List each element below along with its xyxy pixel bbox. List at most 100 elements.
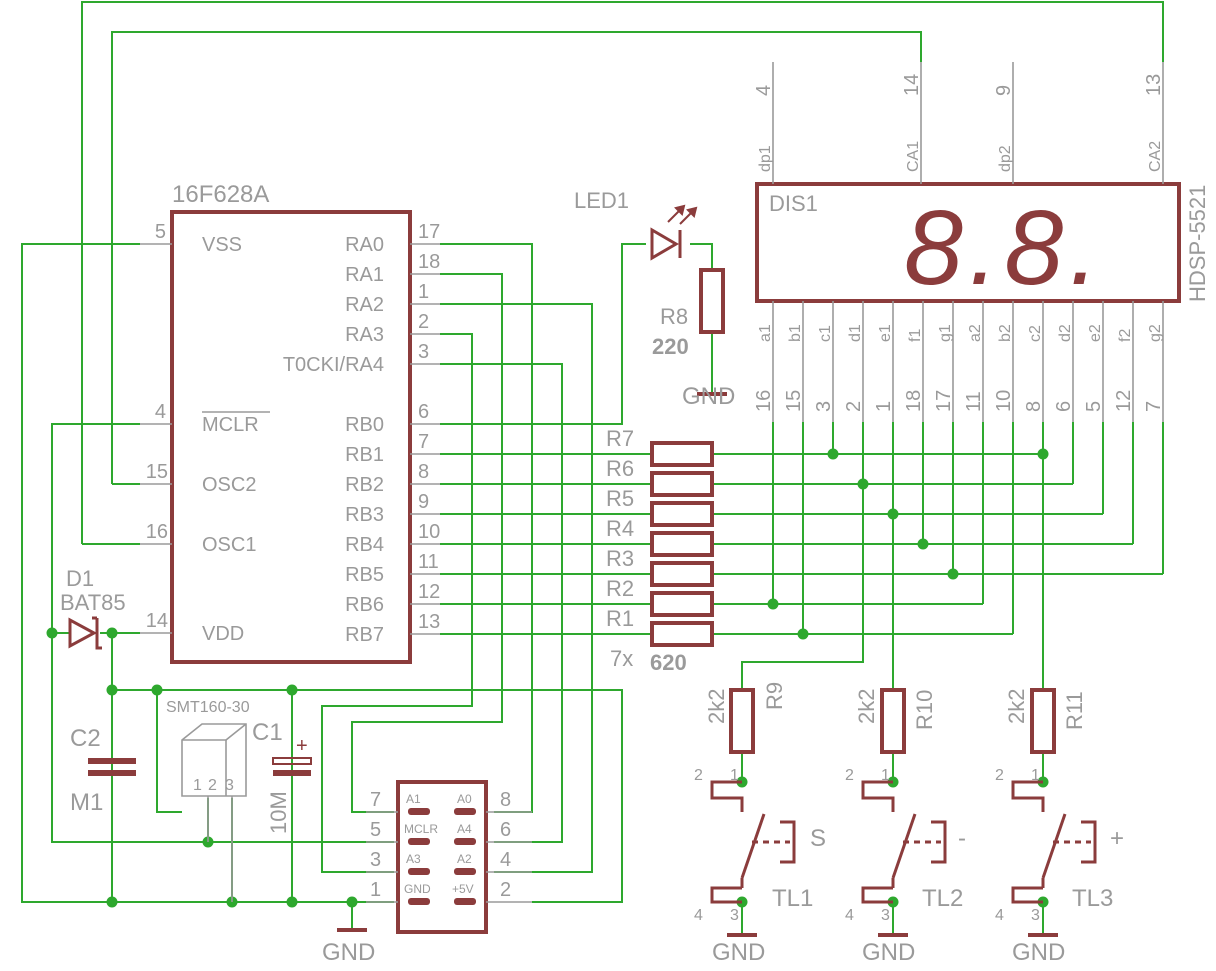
button-label: S — [810, 825, 826, 852]
mcu-pin-name: OSC2 — [202, 474, 256, 496]
display-top-name: CA2 — [1147, 141, 1164, 172]
display-top-num: 14 — [901, 74, 923, 96]
segment-pin-num: 1 — [873, 401, 895, 412]
display-top-name: dp2 — [997, 145, 1014, 172]
header-pin-name: GND — [404, 882, 431, 896]
display-top-name: dp1 — [757, 145, 774, 172]
button-label: - — [958, 825, 966, 852]
led: LED1 — [574, 188, 698, 261]
led-icon — [650, 227, 682, 261]
mcu-pin-num: 6 — [418, 401, 429, 423]
segment-pin-num: 12 — [1113, 390, 1135, 412]
segment-name: c2 — [1027, 325, 1044, 342]
mcu-pin-name: MCLR — [202, 414, 259, 436]
mcu-pin-name: RB0 — [345, 414, 384, 436]
header-pin-num: 2 — [500, 879, 511, 901]
display-ref: DIS1 — [769, 191, 818, 216]
mcu-pin-num: 4 — [155, 401, 166, 423]
mcu-pin-num: 5 — [155, 221, 166, 243]
sensor: SMT160-30 1 2 3 — [166, 699, 250, 902]
pullup-value: 2k2 — [854, 689, 879, 724]
r8-value: 220 — [652, 334, 689, 359]
resistor-value: 620 — [650, 650, 687, 675]
mcu-pin-name: RB4 — [345, 534, 384, 556]
segment-pin-num: 18 — [903, 390, 925, 412]
gnd-label: GND — [712, 939, 765, 966]
resistor-ref: R7 — [606, 426, 634, 451]
sensor-part: SMT160-30 — [166, 699, 250, 716]
header-pin-name: A4 — [457, 822, 472, 836]
r8-ref: R8 — [660, 304, 688, 329]
segment-name: a1 — [757, 324, 774, 342]
header-pin-num: 5 — [370, 819, 381, 841]
gnd-label: GND — [322, 939, 375, 966]
mcu-pin-num: 15 — [146, 461, 168, 483]
mcu-pin-num: 17 — [418, 221, 440, 243]
c2-ref: C2 — [70, 725, 101, 752]
header-connector: 7 8 5 6 3 4 1 2 A1 A0 MCLR A4 A3 A2 GND … — [366, 780, 532, 934]
segment-name: d2 — [1057, 324, 1074, 342]
pullup-ref: R9 — [762, 682, 787, 710]
mcu-pin-name: RA3 — [345, 324, 384, 346]
button-tl2: - TL2 2 1 4 3 GND — [845, 767, 966, 966]
r8: R8 220 GND — [652, 268, 735, 410]
sensor-pin: 2 — [208, 777, 217, 794]
resistor-ref: R1 — [606, 606, 634, 631]
mcu-pin-num: 9 — [418, 491, 429, 513]
resistor-ref: R5 — [606, 486, 634, 511]
diode-icon — [68, 616, 102, 650]
segment-name: g1 — [937, 324, 954, 342]
c2-value: M1 — [70, 789, 103, 816]
mcu-pin-name: RA1 — [345, 264, 384, 286]
display-top-name: CA1 — [905, 141, 922, 172]
segment-name: e2 — [1087, 324, 1104, 342]
button-pin: 3 — [881, 907, 890, 924]
button-ref: TL2 — [922, 885, 963, 912]
header-pin-num: 4 — [500, 849, 511, 871]
gnd-label: GND — [862, 939, 915, 966]
mcu: 16F628A 5 VSS 4 MCLR 1 — [140, 181, 440, 664]
c1-value: 10M — [266, 791, 291, 834]
button-pin: 4 — [845, 907, 854, 924]
segment-name: d1 — [847, 324, 864, 342]
display: DIS1 HDSP-5521 8.8. 4 dp1 14 — [753, 62, 1210, 422]
mcu-pin-num: 7 — [418, 431, 429, 453]
button-pin: 2 — [694, 767, 703, 784]
segment-pin-num: 17 — [933, 390, 955, 412]
segment-name: f1 — [907, 329, 924, 342]
mcu-pin-num: 18 — [418, 251, 440, 273]
mcu-pin-num: 3 — [418, 341, 429, 363]
mcu-pin-num: 2 — [418, 311, 429, 333]
header-pin-name: MCLR — [404, 822, 438, 836]
led-ref: LED1 — [574, 188, 629, 213]
mcu-pin-name: RA0 — [345, 234, 384, 256]
button-label: + — [1110, 825, 1124, 852]
c1-polarity: + — [296, 735, 308, 757]
header-pin-name: A0 — [457, 792, 472, 806]
header-pin-num: 7 — [370, 789, 381, 811]
header-pin-num: 1 — [370, 879, 381, 901]
segment-name: c1 — [817, 325, 834, 342]
segment-pin-num: 8 — [1023, 401, 1045, 412]
segment-pin-num: 16 — [753, 390, 775, 412]
pullup-value: 2k2 — [1004, 689, 1029, 724]
diode: D1 BAT85 — [60, 566, 126, 650]
resistor-ref: R3 — [606, 546, 634, 571]
button-pin: 1 — [881, 767, 890, 784]
mcu-pin-name: RB3 — [345, 504, 384, 526]
junctions — [46, 448, 1049, 908]
header-pin-name: A2 — [457, 852, 472, 866]
pullup-ref: R11 — [1062, 691, 1087, 730]
segment-name: f2 — [1117, 329, 1134, 342]
segment-pin-num: 2 — [843, 401, 865, 412]
capacitor-c1: C1 + 10M — [252, 719, 312, 834]
button-pin: 1 — [730, 767, 739, 784]
mcu-pin-num: 8 — [418, 461, 429, 483]
gnd-label: GND — [1012, 939, 1065, 966]
button-pin: 4 — [995, 907, 1004, 924]
segment-pin-num: 6 — [1053, 401, 1075, 412]
mcu-pin-num: 16 — [146, 521, 168, 543]
display-part: HDSP-5521 — [1185, 185, 1210, 302]
mcu-pin-num: 14 — [146, 610, 168, 632]
button-ref: TL3 — [1072, 885, 1113, 912]
